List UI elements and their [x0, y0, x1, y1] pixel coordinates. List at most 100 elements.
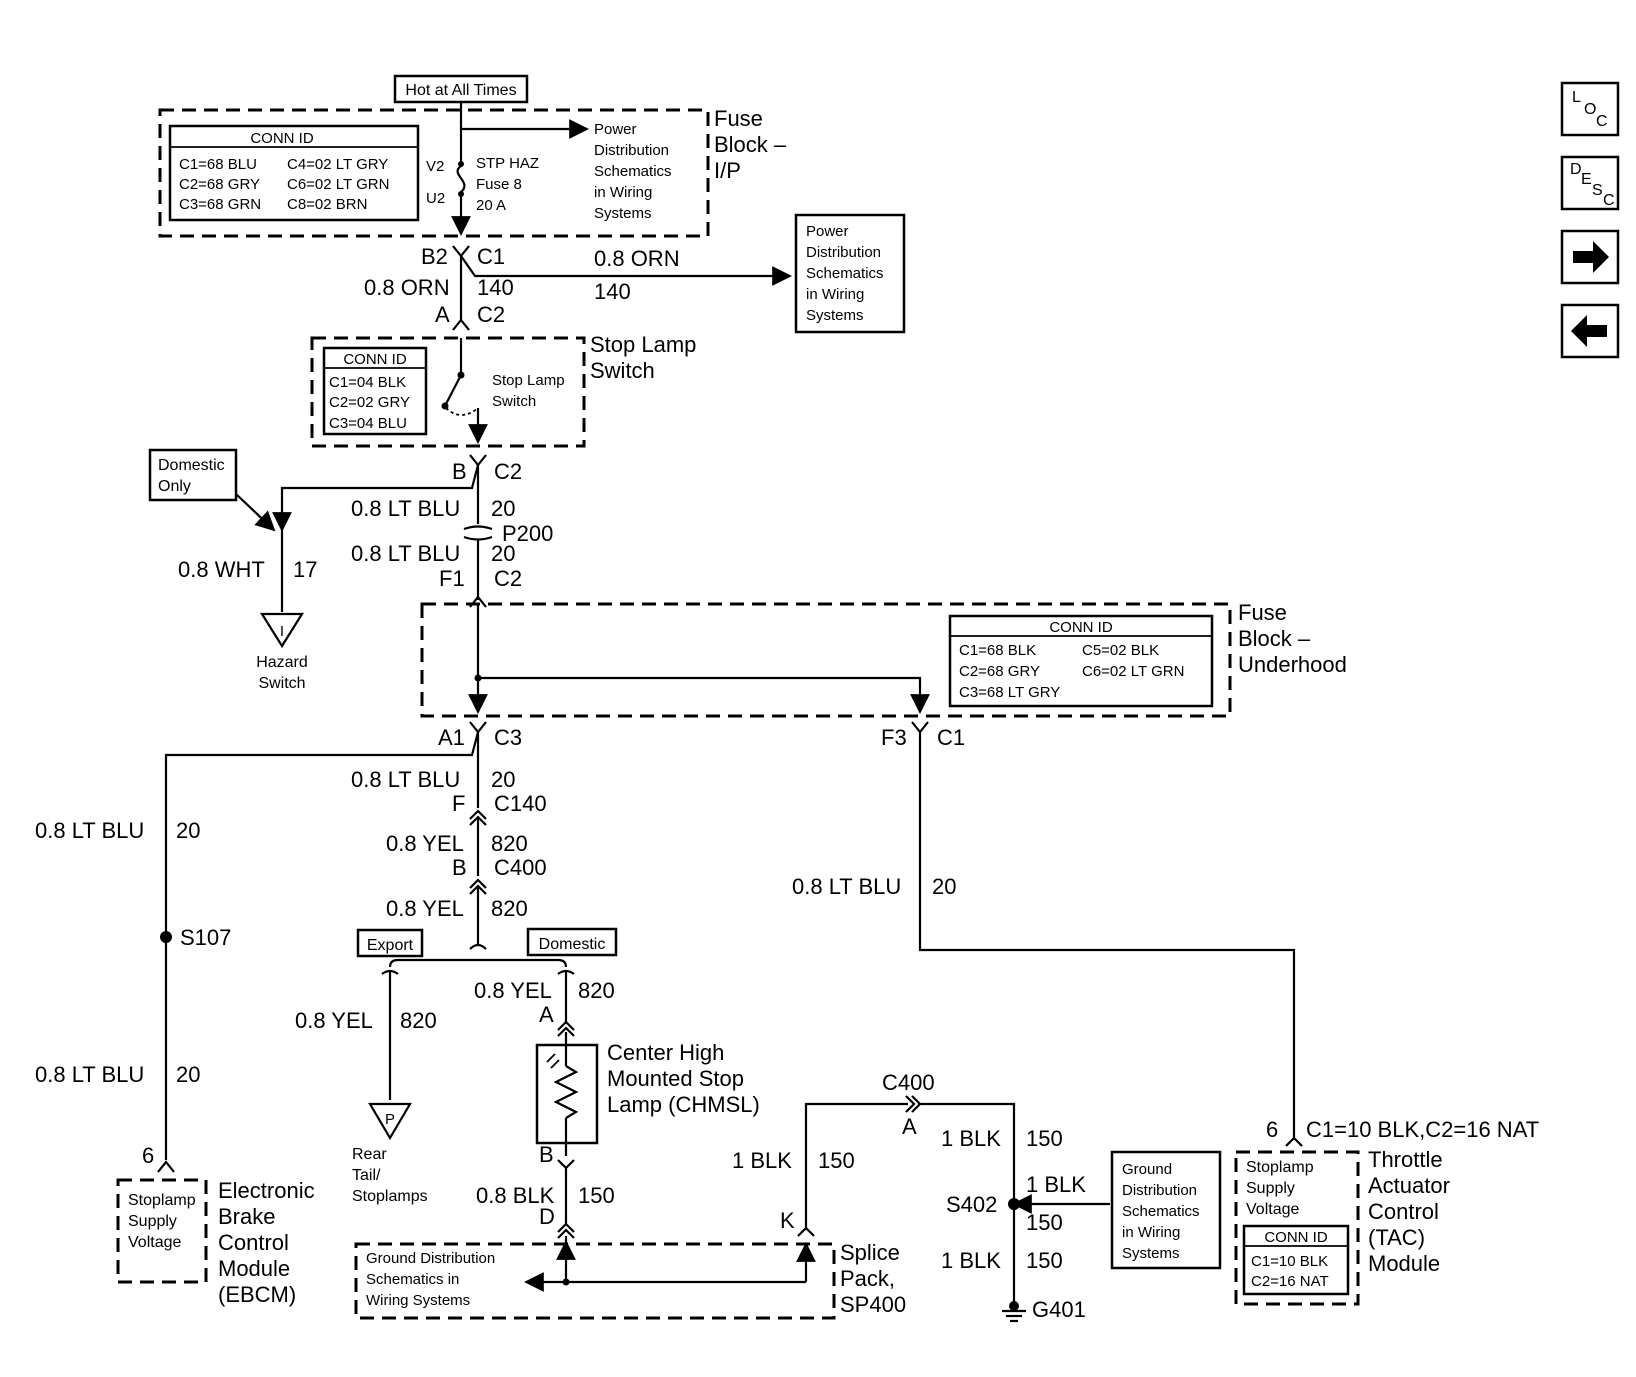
svg-text:Wiring Systems: Wiring Systems: [366, 1292, 470, 1309]
svg-text:Splice: Splice: [840, 1240, 900, 1265]
hazard-branch-wire: [272, 464, 480, 532]
svg-text:Only: Only: [158, 478, 191, 495]
blk-150-wire-k: [804, 1102, 908, 1230]
svg-text:Stop Lamp: Stop Lamp: [492, 372, 565, 389]
svg-text:F3: F3: [881, 725, 907, 750]
svg-text:O: O: [1584, 101, 1596, 118]
orn-140-circuit-label: 140: [477, 275, 514, 300]
svg-text:(EBCM): (EBCM): [218, 1282, 296, 1307]
svg-text:Switch: Switch: [258, 675, 305, 692]
svg-text:A: A: [435, 302, 450, 327]
desc-button[interactable]: D E S C: [1560, 155, 1620, 211]
orn-140-branch-wire: [460, 255, 792, 286]
svg-text:Throttle: Throttle: [1368, 1147, 1443, 1172]
svg-text:SP400: SP400: [840, 1292, 906, 1317]
gd-box-right: Ground Distribution Schematics in Wiring…: [1110, 1150, 1222, 1270]
lt-blu-20-color-2: 0.8 LT BLU: [351, 541, 460, 566]
svg-text:C: C: [1596, 113, 1608, 130]
svg-text:E: E: [1581, 171, 1592, 188]
lt-blu-20-lower-color: 0.8 LT BLU: [351, 767, 460, 792]
svg-text:G401: G401: [1032, 1297, 1086, 1322]
svg-text:I: I: [280, 623, 284, 640]
g401-ground-symbol: G401: [1002, 1297, 1086, 1323]
svg-text:C3=68 GRN: C3=68 GRN: [179, 196, 261, 213]
loc-button[interactable]: L O C: [1560, 81, 1620, 137]
svg-text:C400: C400: [882, 1070, 935, 1095]
svg-text:Power: Power: [594, 121, 637, 138]
fuse-block-underhood-outline: [420, 602, 1232, 718]
svg-text:Fuse: Fuse: [1238, 600, 1287, 625]
svg-text:C1=10 BLK: C1=10 BLK: [1251, 1253, 1328, 1270]
blk-150-circuit-1: 150: [818, 1148, 855, 1173]
ebcm-lt-blu-wire: [164, 731, 480, 1160]
svg-text:Schematics in: Schematics in: [366, 1271, 459, 1288]
svg-text:Control: Control: [218, 1230, 289, 1255]
yel-820-color-2: 0.8 YEL: [386, 896, 464, 921]
splice-pack-outline: [354, 1242, 836, 1320]
svg-text:C: C: [1603, 192, 1615, 209]
svg-text:Module: Module: [1368, 1251, 1440, 1276]
connector-a1-c3: A1 C3: [438, 721, 522, 750]
svg-text:Hazard: Hazard: [256, 654, 308, 671]
svg-text:Electronic: Electronic: [218, 1178, 315, 1203]
svg-text:F: F: [452, 791, 465, 816]
svg-text:C2=16 NAT: C2=16 NAT: [1251, 1273, 1329, 1290]
hot-at-all-times-label: Hot at All Times: [405, 82, 516, 99]
svg-text:Tail/: Tail/: [352, 1167, 381, 1184]
stop-lamp-switch-conn-id: CONN ID C1=04 BLK C2=02 GRY C3=04 BLU: [322, 346, 428, 436]
svg-text:Schematics: Schematics: [594, 163, 672, 180]
ebcm-inner-label: Stoplamp Supply Voltage: [128, 1192, 196, 1251]
tac-title: Throttle Actuator Control (TAC) Module: [1368, 1147, 1450, 1276]
blk-150-color-4: 1 BLK: [941, 1248, 1001, 1273]
svg-text:Control: Control: [1368, 1199, 1439, 1224]
svg-text:Distribution: Distribution: [594, 142, 669, 159]
svg-text:C2: C2: [494, 566, 522, 591]
connector-c400-a: C400 A: [882, 1070, 935, 1139]
s402-splice-label: S402: [946, 1192, 997, 1217]
svg-text:Lamp (CHMSL): Lamp (CHMSL): [607, 1092, 760, 1117]
arrow-left-icon: [1571, 315, 1607, 347]
svg-text:Brake: Brake: [218, 1204, 275, 1229]
svg-text:Stoplamp: Stoplamp: [128, 1192, 196, 1209]
svg-text:I/P: I/P: [714, 158, 741, 183]
svg-text:CONN ID: CONN ID: [1264, 1229, 1328, 1246]
svg-text:STP HAZ: STP HAZ: [476, 155, 539, 172]
svg-text:Pack,: Pack,: [840, 1266, 895, 1291]
connector-b-c400: B C400: [452, 855, 547, 895]
svg-text:F1: F1: [439, 566, 465, 591]
svg-text:Export: Export: [367, 937, 414, 954]
connector-b2-c1: B2 C1: [421, 244, 505, 269]
svg-text:Center High: Center High: [607, 1040, 724, 1065]
svg-text:Module: Module: [218, 1256, 290, 1281]
svg-text:Stop Lamp: Stop Lamp: [590, 332, 696, 357]
tac-inner-label: Stoplamp Supply Voltage: [1246, 1159, 1314, 1218]
svg-text:Domestic: Domestic: [158, 457, 225, 474]
uh-internal-branch: [478, 676, 930, 714]
connector-f-c140: F C140: [452, 791, 547, 826]
svg-text:CONN ID: CONN ID: [343, 351, 407, 368]
lt-blu-20-circuit-1: 20: [491, 496, 515, 521]
svg-text:B: B: [539, 1142, 554, 1167]
svg-text:Block –: Block –: [1238, 626, 1311, 651]
chmsl-yel-color: 0.8 YEL: [474, 978, 552, 1003]
wht-17-circuit: 17: [293, 557, 317, 582]
svg-text:C1=68 BLK: C1=68 BLK: [959, 642, 1036, 659]
svg-text:Mounted Stop: Mounted Stop: [607, 1066, 744, 1091]
svg-text:A: A: [539, 1002, 554, 1027]
back-button[interactable]: [1560, 303, 1620, 359]
svg-text:C1=68 BLU: C1=68 BLU: [179, 156, 257, 173]
svg-text:Fuse: Fuse: [714, 106, 763, 131]
rear-tail-yel-color: 0.8 YEL: [295, 1008, 373, 1033]
connector-chmsl-a: A: [539, 1002, 575, 1037]
svg-text:C1=04 BLK: C1=04 BLK: [329, 374, 406, 391]
svg-text:Systems: Systems: [1122, 1245, 1180, 1262]
svg-text:Block –: Block –: [714, 132, 787, 157]
svg-text:C1: C1: [477, 244, 505, 269]
export-domestic-bus: [388, 958, 568, 968]
rear-tail-yel-circuit: 820: [400, 1008, 437, 1033]
yel-820-color-1: 0.8 YEL: [386, 831, 464, 856]
rear-tail-stoplamps-symbol: P Rear Tail/ Stoplamps: [352, 1102, 428, 1205]
forward-button[interactable]: [1560, 229, 1620, 285]
svg-text:B: B: [452, 459, 467, 484]
blk-150-color-1: 1 BLK: [732, 1148, 792, 1173]
